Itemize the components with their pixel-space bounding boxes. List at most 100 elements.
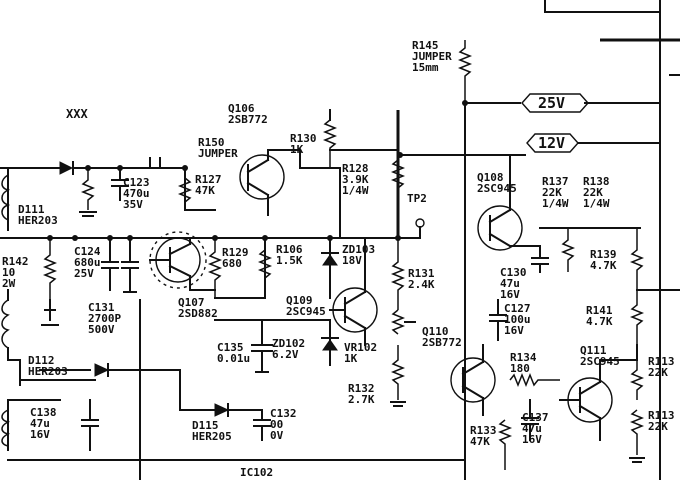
ic102-label-line: IC102 [240, 466, 274, 479]
rail-12v-label: 12V [538, 134, 566, 152]
r134-resistor [509, 372, 560, 388]
c138-capacitor [81, 399, 99, 451]
diode-d111-symbol [59, 161, 74, 175]
c135-label-line: 0.01u [217, 352, 251, 365]
c123-label-line: 470u [123, 187, 150, 200]
tp2-testpoint [415, 218, 425, 239]
q109-label-line: 2SC945 [286, 305, 326, 318]
r139-label-line: 4.7K [590, 259, 617, 272]
vr102-label-line: 1K [344, 352, 358, 365]
drawing-title: XXX [66, 107, 88, 121]
r145-label-line: 15mm [412, 61, 439, 74]
c124-label-line: C124 [74, 245, 101, 258]
c127-label-line: C127 [504, 302, 531, 315]
q106-transistor [177, 149, 341, 239]
r133-label-line: R133 [470, 424, 497, 437]
c135-capacitor [251, 319, 273, 373]
r145-label-line: JUMPER [412, 50, 452, 63]
q107-label-line: Q107 [178, 296, 205, 309]
r134-label-line: R134 [510, 351, 537, 364]
c138-label-line: C138 [30, 406, 57, 419]
q108-label-line: 2SC945 [477, 182, 517, 195]
diode-d115-symbol [214, 403, 230, 417]
r127-label-line: 47K [195, 184, 215, 197]
r130-resistor [322, 109, 338, 168]
c130-capacitor [531, 245, 549, 273]
r113a-label-line: R113 [648, 355, 675, 368]
zd102-label-line: ZD102 [272, 337, 306, 350]
q108-transistor [477, 154, 541, 251]
r132-label-line: 2.7K [348, 393, 375, 406]
q108-label-line: Q108 [477, 171, 504, 184]
c130-label-line: 47u [500, 277, 520, 290]
r134-label-line: 180 [510, 362, 530, 375]
frame-lines [544, 0, 680, 480]
c124-label-line: 680u [74, 256, 101, 269]
r138-label-line: 22K [583, 186, 603, 199]
q110-transistor [450, 344, 496, 416]
d111-label-line: HER203 [18, 214, 58, 227]
r113b-label-line: 22K [648, 420, 668, 433]
r142-label-line: 10 [2, 266, 16, 279]
vr102-pot [390, 309, 416, 335]
r142-resistor [41, 238, 59, 326]
c138-label-line: 47u [30, 417, 50, 430]
r131-label-line: R131 [408, 267, 435, 280]
r128-label-line: 1/4W [342, 184, 369, 197]
c123-label-line: 35V [123, 198, 143, 211]
c137-label-line: 47u [522, 422, 542, 435]
ic102-label: IC102 [240, 467, 273, 478]
tp2-label: TP2 [407, 193, 427, 204]
q111-label-line: Q111 [580, 344, 607, 357]
r150-label-line: R150 [198, 136, 225, 149]
vr102-label-line: VR102 [344, 341, 378, 354]
d111-label-line: D111 [18, 203, 45, 216]
zd103-label-line: ZD103 [342, 243, 376, 256]
r129-label-line: 680 [222, 257, 242, 270]
c131-label-line: 2700P [88, 312, 122, 325]
zd103-zener [321, 237, 339, 299]
c137-label-line: 16V [522, 433, 542, 446]
rail-25v-tag [521, 93, 589, 113]
q110-label-line: Q110 [422, 325, 449, 338]
q110-label-line: 2SB772 [422, 336, 462, 349]
q111-transistor [559, 344, 638, 441]
r130-label-line: 1K [290, 143, 304, 156]
c135-label-line: C135 [217, 341, 244, 354]
r139-resistor [629, 228, 680, 291]
zd103-label-line: 18V [342, 254, 362, 267]
c138-label-line: 16V [30, 428, 50, 441]
r138-label-line: R138 [583, 175, 610, 188]
zd102-label-line: 6.2V [272, 348, 299, 361]
left-wiring [0, 157, 421, 480]
r150-label-line: JUMPER [198, 147, 238, 160]
r141-label-line: R141 [586, 304, 613, 317]
c132-label-line: 0V [270, 429, 284, 442]
c127-capacitor [489, 299, 507, 341]
r133-label-line: 47K [470, 435, 490, 448]
